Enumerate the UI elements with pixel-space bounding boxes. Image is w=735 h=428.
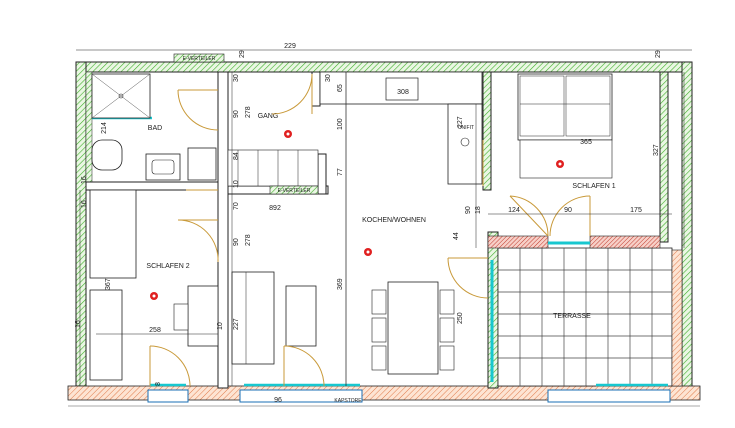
tag-kapstore: KAPSTORE xyxy=(334,398,362,404)
dim-250: 250 xyxy=(457,312,464,324)
dim-278b: 278 xyxy=(245,234,252,246)
dim-29b: 29 xyxy=(655,50,662,58)
dim-258: 258 xyxy=(149,327,161,334)
dim-278: 278 xyxy=(245,106,252,118)
bathroom: BAD 214 xyxy=(91,73,217,181)
tag-unifit: UNIFIT xyxy=(458,125,474,131)
dim-77: 77 xyxy=(337,168,344,176)
dim-10a: 10 xyxy=(233,180,240,188)
dim-16c: 16 xyxy=(75,320,82,328)
dim-90b: 90 xyxy=(465,206,472,214)
doors xyxy=(149,73,591,387)
room-label-schlafen2: SCHLAFEN 2 xyxy=(146,263,189,270)
terrace: TERRASSE xyxy=(487,235,683,387)
corridor: GANG E-VERTEILER E-VERTEILER xyxy=(173,53,319,195)
dim-8: 8 xyxy=(155,382,162,386)
exterior-walls xyxy=(75,61,693,393)
dimension-lines xyxy=(76,49,692,386)
room-label-kochen-wohnen: KOCHEN/WOHNEN xyxy=(362,217,426,224)
dim-214: 214 xyxy=(101,122,108,134)
dimension-labels: 229 29 29 30 30 308 65 90 278 100 227 36… xyxy=(75,43,662,404)
dim-90d: 90 xyxy=(233,238,240,246)
bottom-balcony-strip xyxy=(67,385,701,407)
ceiling-lights xyxy=(150,130,564,300)
dim-175: 175 xyxy=(630,207,642,214)
dim-84: 84 xyxy=(233,152,240,160)
dim-124: 124 xyxy=(508,207,520,214)
dim-365: 365 xyxy=(580,139,592,146)
dim-229: 229 xyxy=(284,43,296,50)
room-label-terrasse: TERRASSE xyxy=(553,313,591,320)
kitchen-living: UNIFIT KOCHEN/WOHNEN KAPSTORE xyxy=(231,71,483,404)
dim-227b: 227 xyxy=(233,318,240,330)
dim-90c: 90 xyxy=(564,207,572,214)
dim-100: 100 xyxy=(337,118,344,130)
room-label-bad: BAD xyxy=(148,125,162,132)
dim-65: 65 xyxy=(337,84,344,92)
bedroom-1: SCHLAFEN 1 xyxy=(517,73,616,190)
dim-10b: 10 xyxy=(217,322,224,330)
room-label-gang: GANG xyxy=(258,113,279,120)
dim-96: 96 xyxy=(274,397,282,404)
tag-e-verteiler-top: E-VERTEILER xyxy=(183,56,216,62)
bedroom-2: SCHLAFEN 2 xyxy=(89,189,219,381)
dim-327: 327 xyxy=(653,144,660,156)
dim-29a: 29 xyxy=(239,50,246,58)
dim-369: 369 xyxy=(337,278,344,290)
dim-367: 367 xyxy=(105,278,112,290)
dim-90a: 90 xyxy=(233,110,240,118)
dim-30b: 30 xyxy=(325,74,332,82)
dim-227a: 227 xyxy=(457,116,464,128)
dim-892: 892 xyxy=(269,205,281,212)
dim-16a: 16 xyxy=(81,176,88,184)
tag-e-verteiler-mid: E-VERTEILER xyxy=(278,188,311,194)
dim-16b: 16 xyxy=(81,200,88,208)
room-label-schlafen1: SCHLAFEN 1 xyxy=(572,183,615,190)
dim-18: 18 xyxy=(475,206,482,214)
dim-70: 70 xyxy=(233,202,240,210)
dim-30a: 30 xyxy=(233,74,240,82)
dim-308: 308 xyxy=(397,89,409,96)
dim-44: 44 xyxy=(453,232,460,240)
